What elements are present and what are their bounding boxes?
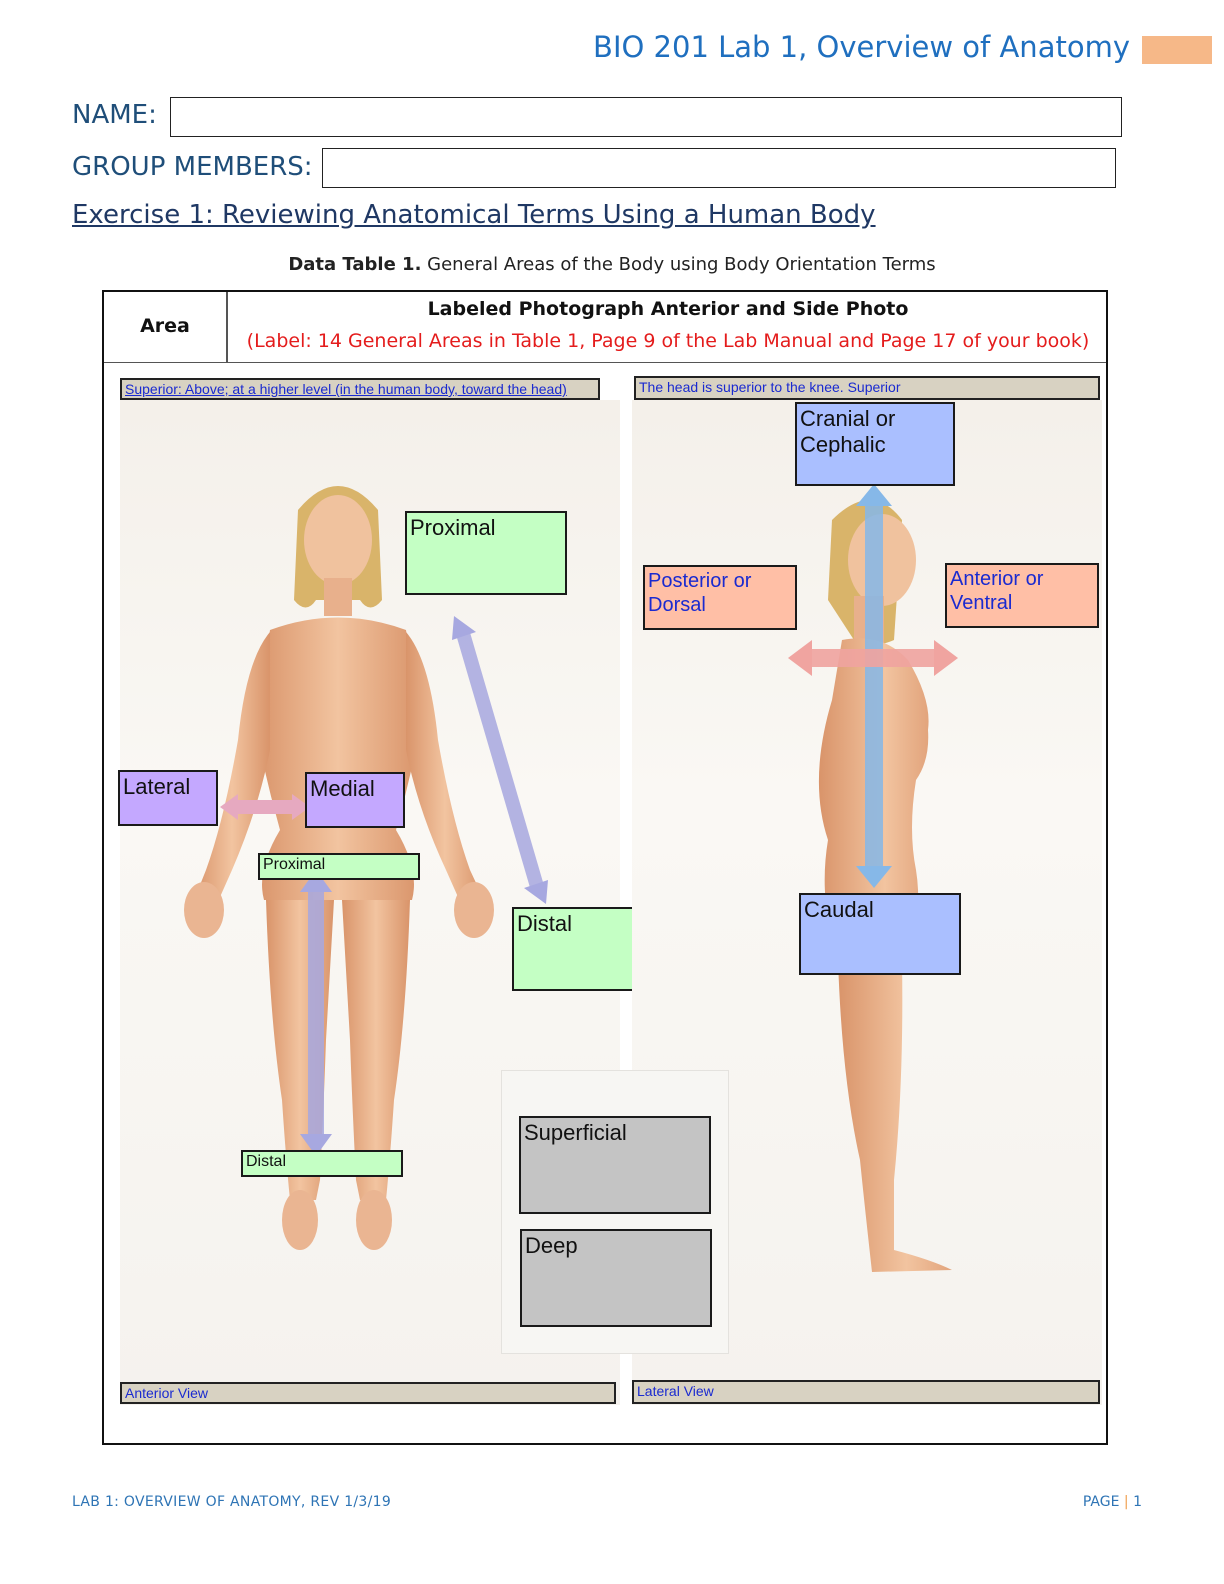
caption-bold: Data Table 1. (288, 254, 422, 275)
name-label: NAME: (72, 100, 157, 130)
table-header-divider (226, 292, 228, 362)
lateral-label[interactable]: Lateral (118, 770, 218, 826)
column-photo-instructions: (Label: 14 General Areas in Table 1, Pag… (246, 330, 1090, 352)
posterior-label[interactable]: Posterior or Dorsal (643, 565, 797, 630)
caudal-label[interactable]: Caudal (799, 893, 961, 975)
anterior-superior-note: Superior: Above; at a higher level (in t… (120, 378, 600, 400)
column-area-header: Area (140, 315, 190, 337)
lateral-view-label: Lateral View (632, 1380, 1100, 1404)
table-header-row (104, 292, 1106, 363)
page-separator: | (1123, 1494, 1129, 1510)
column-photo-header: Labeled Photograph Anterior and Side Pho… (427, 298, 909, 320)
anterior-view-label: Anterior View (120, 1382, 616, 1404)
medial-label[interactable]: Medial (305, 772, 405, 828)
lateral-body-illustration (788, 484, 958, 1272)
anterior-body-illustration (184, 486, 548, 1250)
proximal-arm-label[interactable]: Proximal (405, 511, 567, 595)
anterior-label[interactable]: Anterior or Ventral (945, 563, 1099, 628)
footer-page-number: PAGE | 1 (1000, 1494, 1142, 1510)
group-members-field[interactable] (322, 148, 1116, 188)
title-accent-bar (1142, 36, 1212, 64)
page-number: 1 (1133, 1494, 1142, 1510)
caption-text: General Areas of the Body using Body Ori… (421, 254, 936, 275)
document-title: BIO 201 Lab 1, Overview of Anatomy (593, 30, 1130, 64)
anterior-superior-note-text: Superior: Above; at a higher level (in t… (125, 381, 567, 397)
name-field[interactable] (170, 97, 1122, 137)
distal-leg-label[interactable]: Distal (241, 1150, 403, 1177)
deep-label[interactable]: Deep (520, 1229, 712, 1327)
data-table (102, 290, 1108, 1445)
page-word: PAGE (1082, 1494, 1120, 1510)
cranial-label[interactable]: Cranial or Cephalic (795, 402, 955, 486)
superficial-label[interactable]: Superficial (519, 1116, 711, 1214)
exercise-heading: Exercise 1: Reviewing Anatomical Terms U… (72, 200, 876, 230)
proximal-leg-label[interactable]: Proximal (258, 853, 420, 880)
group-members-label: GROUP MEMBERS: (72, 152, 313, 182)
table-caption: Data Table 1. General Areas of the Body … (100, 254, 1124, 275)
footer-document-info: LAB 1: OVERVIEW OF ANATOMY, REV 1/3/19 (72, 1494, 392, 1510)
lateral-superior-note: The head is superior to the knee. Superi… (634, 376, 1100, 400)
